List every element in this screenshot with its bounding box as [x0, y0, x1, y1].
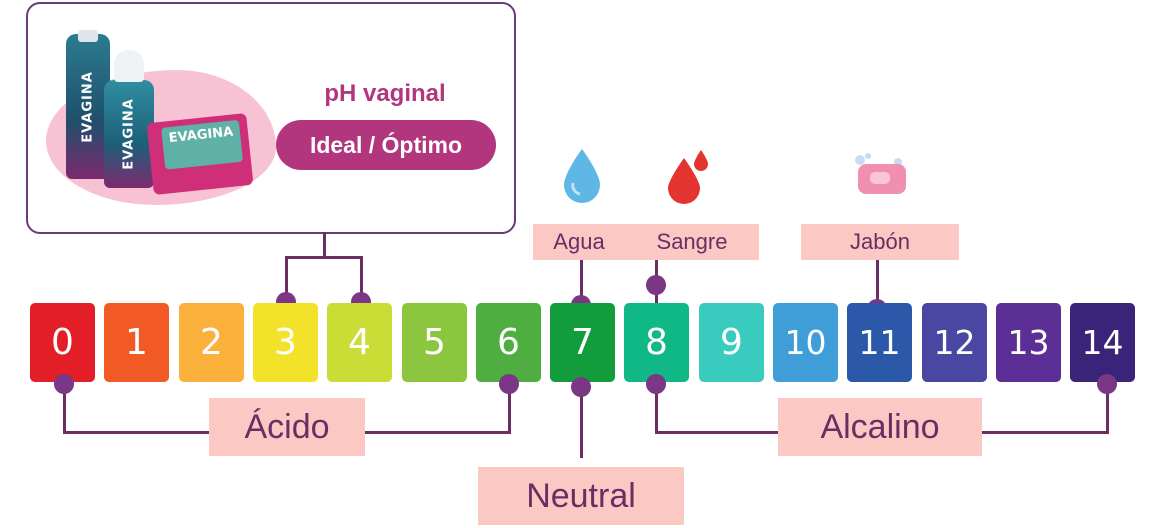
ph-cell-10: 10: [773, 303, 838, 382]
ph-cell-13: 13: [996, 303, 1061, 382]
connector-dot-sangre: [646, 275, 666, 295]
ph-cell-9: 9: [699, 303, 764, 382]
neutral-label: Neutral: [478, 467, 684, 525]
bottle-brand-text: EVAGINA: [121, 98, 137, 170]
neutral-connector: [580, 384, 583, 458]
connector-dot-14: [1097, 374, 1117, 394]
jabon-connector: [876, 260, 879, 303]
alkaline-connector-right: [1106, 384, 1109, 434]
ph-cell-4: 4: [327, 303, 392, 382]
blood-drop-icon: [668, 150, 708, 204]
card-connector-horizontal: [286, 256, 363, 259]
reference-label-agua: Agua: [533, 224, 625, 260]
ph-vaginal-title: pH vaginal: [324, 80, 446, 107]
tall-bottle-cap: [78, 30, 98, 42]
acid-connector-left: [63, 384, 66, 434]
soap-icon: [855, 153, 906, 194]
reference-label-jabon: Jabón: [801, 224, 959, 260]
alkaline-connector-left: [655, 384, 658, 434]
agua-connector: [580, 260, 583, 303]
foam-bottle-image: EVAGINA: [104, 80, 154, 188]
tall-bottle-image: EVAGINA: [66, 34, 110, 179]
acid-connector-right: [508, 384, 511, 434]
acid-label: Ácido: [209, 398, 365, 456]
ph-cell-8: 8: [624, 303, 689, 382]
ph-cell-6: 6: [476, 303, 541, 382]
ph-cell-5: 5: [402, 303, 467, 382]
wipes-pack-image: EVAGINA: [146, 112, 254, 196]
connector-dot-8: [646, 374, 666, 394]
connector-dot-7: [571, 377, 591, 397]
connector-dot-0: [54, 374, 74, 394]
bottle-brand-text: EVAGINA: [80, 70, 96, 143]
ph-cell-14: 14: [1070, 303, 1135, 382]
ph-cell-7: 7: [550, 303, 615, 382]
connector-dot-6: [499, 374, 519, 394]
ph-cell-1: 1: [104, 303, 169, 382]
ph-cell-11: 11: [847, 303, 912, 382]
ph-cell-0: 0: [30, 303, 95, 382]
ideal-optimo-badge: Ideal / Óptimo: [276, 120, 496, 170]
card-connector-right: [360, 256, 363, 302]
ph-cell-12: 12: [922, 303, 987, 382]
reference-label-sangre: Sangre: [625, 224, 759, 260]
ph-cell-3: 3: [253, 303, 318, 382]
water-drop-icon: [564, 149, 600, 203]
alkaline-label: Alcalino: [778, 398, 982, 456]
foam-pump-icon: [114, 50, 144, 82]
card-connector-left: [285, 256, 288, 302]
ph-cell-2: 2: [179, 303, 244, 382]
card-connector-vertical: [323, 232, 326, 258]
